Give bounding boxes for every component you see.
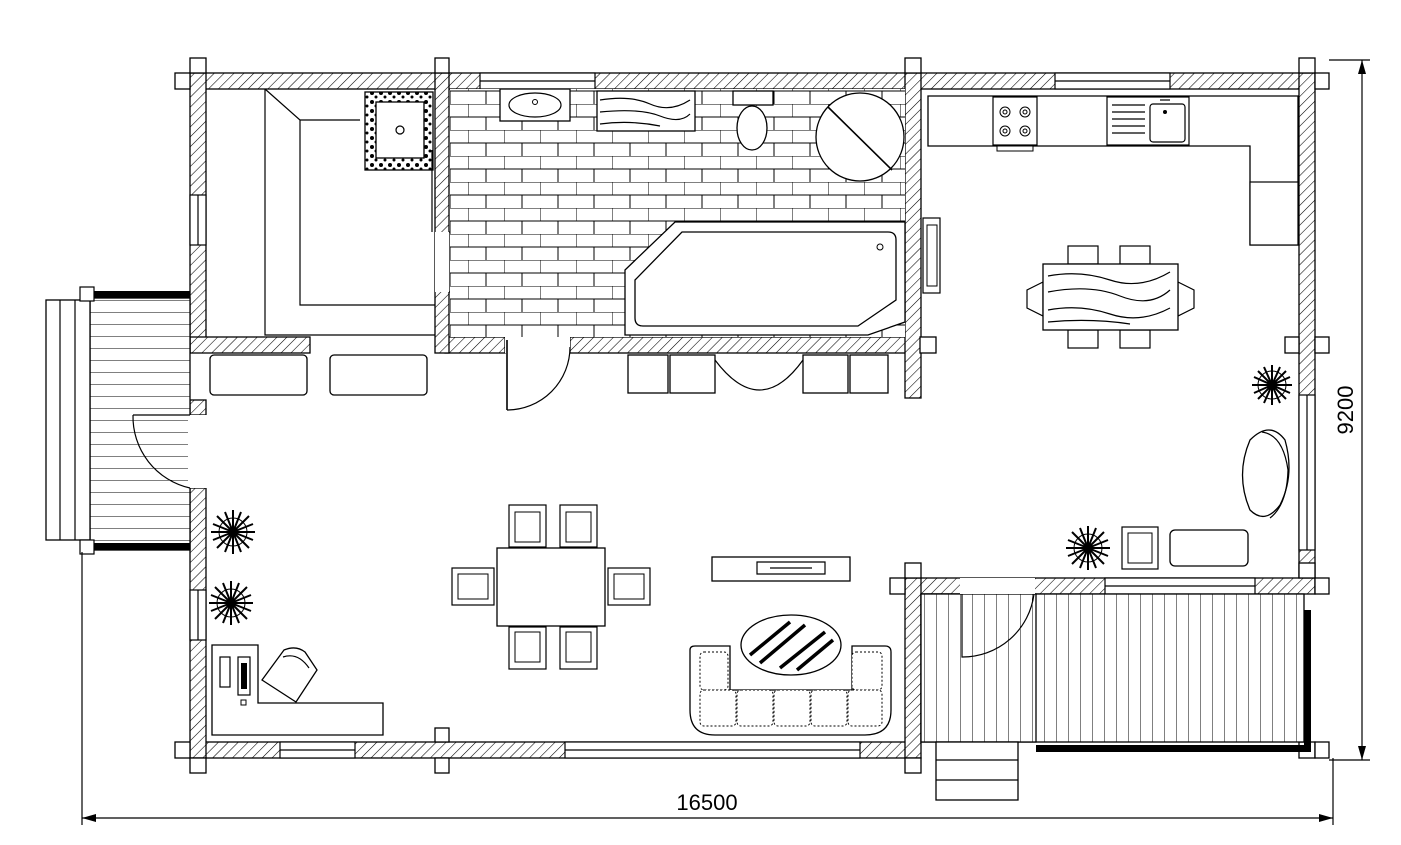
corner-sofa: [689, 645, 892, 736]
toilet-bowl: [736, 105, 768, 151]
wall-terrace-left: [904, 577, 922, 759]
windows: [189, 72, 1316, 759]
cabinet: [329, 354, 428, 396]
sauna: [264, 88, 510, 336]
potted-plant: [1066, 526, 1110, 570]
dimension-width: 16500: [81, 552, 1334, 825]
armchair: [1241, 429, 1290, 517]
railing: [90, 291, 190, 298]
stove: [992, 96, 1038, 146]
dining-chair: [451, 567, 495, 606]
side-cabinet: [1169, 529, 1249, 567]
railing: [1304, 610, 1311, 752]
potted-plant: [211, 510, 255, 554]
dining-table: [496, 547, 606, 627]
shower-cabin: [815, 92, 905, 182]
living-room: [209, 504, 1249, 736]
terrace-steps: [935, 741, 1019, 801]
armchair-small: [1121, 526, 1159, 570]
dimension-height: 9200: [1329, 59, 1370, 761]
dining-chair: [508, 626, 547, 670]
dining-chair: [559, 504, 598, 548]
dimension-height-label: 9200: [1333, 386, 1358, 435]
desk: [211, 644, 384, 736]
kitchen-table: [1042, 263, 1179, 331]
wall-interior-mid: [189, 336, 311, 354]
kitchen: [922, 95, 1299, 519]
railing: [90, 543, 190, 550]
toilet-tank: [732, 90, 774, 106]
terrace: [920, 578, 1311, 801]
railing: [1036, 745, 1304, 752]
potted-plant: [1252, 365, 1292, 405]
kitchen-dining-set: [1026, 245, 1195, 349]
wall-sauna-bath: [434, 72, 450, 354]
computer: [219, 656, 231, 688]
potted-plant: [209, 581, 253, 625]
bathroom: [450, 88, 906, 337]
storage-units: [209, 337, 889, 411]
cabinet: [209, 354, 308, 396]
dining-chair: [508, 504, 547, 548]
entry-porch: [45, 286, 208, 555]
wall-bath-kitchen: [904, 72, 922, 399]
entry-door-swing: [132, 414, 191, 489]
dimension-width-label: 16500: [676, 790, 737, 815]
bathroom-door-swing: [506, 346, 571, 411]
terrace-door-swing: [961, 593, 1035, 658]
dining-chair: [559, 626, 598, 670]
dining-chair: [607, 567, 651, 606]
porch-steps: [45, 299, 91, 541]
